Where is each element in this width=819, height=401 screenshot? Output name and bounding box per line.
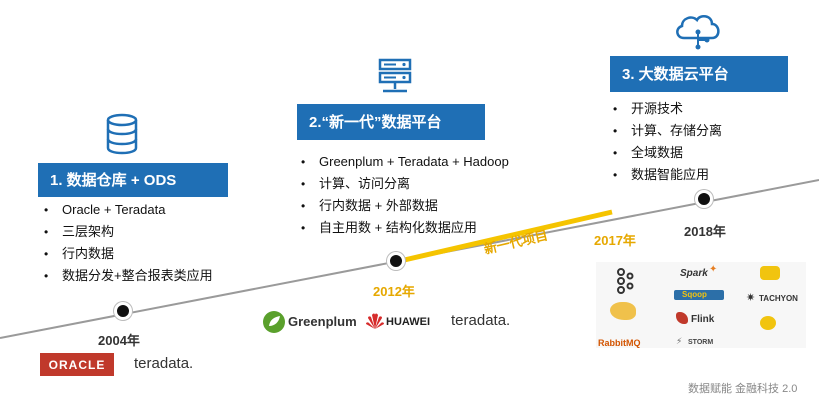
storm-swirl-icon (610, 302, 636, 320)
timeline-node-2004 (114, 302, 132, 320)
list-item: 数据智能应用 (611, 164, 722, 186)
sqoop-logo: Sqoop (682, 290, 707, 299)
list-item: 自主用数 + 结构化数据应用 (299, 217, 509, 239)
tachyon-star-icon: ✷ (746, 292, 756, 304)
greenplum-leaf-icon (263, 311, 285, 333)
stage-1-title: 1. 数据仓库 + ODS (38, 163, 228, 197)
cloud-network-icon (676, 15, 720, 50)
pig-icon (760, 316, 776, 330)
list-item: 行内数据 (42, 243, 213, 265)
timeline-node-2012 (387, 252, 405, 270)
stage-3-title: 3. 大数据云平台 (610, 56, 788, 92)
stage-2-title: 2.“新一代”数据平台 (297, 104, 485, 140)
spark-logo: Spark (680, 268, 708, 279)
hive-icon (760, 266, 780, 280)
star-icon: ✦ (709, 264, 718, 275)
year-label-2017: 2017年 (594, 233, 636, 248)
list-item: 数据分发+整合报表类应用 (42, 265, 213, 287)
tech-logo-panel: Spark ✦ Sqoop ✷ TACHYON Flink RabbitMQ ⚡… (596, 262, 806, 348)
stage-1-bullets: Oracle + Teradata 三层架构 行内数据 数据分发+整合报表类应用 (42, 199, 213, 287)
teradata-logo-2: teradata. (451, 312, 511, 329)
list-item: Oracle + Teradata (42, 199, 213, 221)
storm-logo: STORM (688, 339, 714, 346)
list-item: 全域数据 (611, 142, 722, 164)
oracle-logo-text: ORACLE (48, 357, 106, 372)
tachyon-logo: TACHYON (759, 294, 798, 303)
year-label-2012: 2012年 (373, 284, 415, 299)
teradata-logo-1: teradata. (134, 355, 194, 372)
huawei-logo: HUAWEI (386, 316, 430, 328)
sqoop-logo-badge: Sqoop (674, 290, 724, 300)
kafka-icon (617, 268, 634, 294)
list-item: 计算、存储分离 (611, 120, 722, 142)
list-item: 开源技术 (611, 98, 722, 120)
timeline-node-2018 (695, 190, 713, 208)
footer-text: 数据赋能 金融科技 2.0 (688, 383, 798, 395)
stage-3-bullets: 开源技术 计算、存储分离 全域数据 数据智能应用 (611, 98, 722, 186)
server-icon (378, 58, 412, 93)
storm-bolt-icon: ⚡ (676, 336, 683, 346)
oracle-logo: ORACLE (40, 353, 114, 376)
year-label-2018: 2018年 (684, 224, 726, 239)
list-item: 三层架构 (42, 221, 213, 243)
flink-squirrel-icon (676, 312, 688, 324)
list-item: 行内数据 + 外部数据 (299, 195, 509, 217)
flink-logo: Flink (691, 314, 715, 325)
year-label-2004: 2004年 (98, 333, 140, 348)
huawei-flower-icon (366, 313, 384, 329)
stage-2-bullets: Greenplum + Teradata + Hadoop 计算、访问分离 行内… (299, 151, 509, 239)
rabbitmq-logo: RabbitMQ (598, 338, 641, 348)
list-item: Greenplum + Teradata + Hadoop (299, 151, 509, 173)
greenplum-logo: Greenplum (288, 314, 357, 329)
list-item: 计算、访问分离 (299, 173, 509, 195)
database-icon (106, 113, 138, 155)
